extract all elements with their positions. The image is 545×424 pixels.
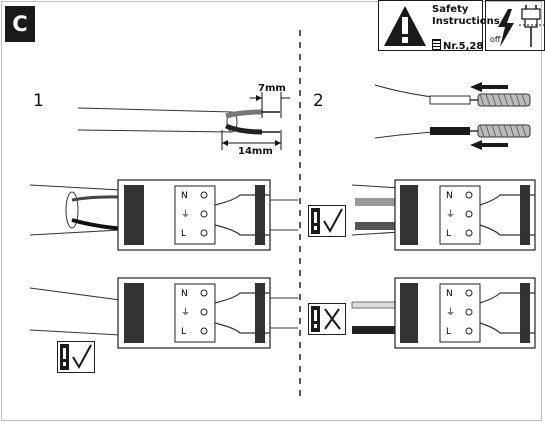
svg-text:L: L (181, 229, 186, 239)
svg-text:N: N (446, 289, 453, 299)
safety-line1: Safety (432, 4, 469, 15)
safety-reference: Nr.5,28 (432, 39, 483, 52)
lightning-icon (498, 9, 514, 47)
svg-text:N: N (181, 191, 188, 201)
svg-text:N: N (181, 289, 188, 299)
cross-mark-icon (308, 303, 346, 335)
step-2-number: 2 (313, 91, 324, 111)
section-badge: C (5, 6, 35, 42)
warning-triangle-icon (384, 6, 426, 46)
strip-length-14mm: 14mm (238, 146, 273, 157)
svg-text:⏚: ⏚ (446, 209, 455, 220)
step-1-number: 1 (33, 91, 44, 111)
svg-text:L: L (181, 327, 186, 337)
strip-cable-illustration (77, 92, 290, 150)
svg-text:⏚: ⏚ (446, 307, 455, 318)
terminal-block-step1-top: N ⏚ L (29, 179, 298, 251)
svg-text:L: L (446, 327, 451, 337)
check-mark-icon (57, 341, 95, 373)
safety-instructions-panel: Safety Instructions Nr.5,28 off (378, 0, 545, 52)
terminal-block-step1-bottom: N ⏚ L (29, 277, 298, 349)
book-icon (432, 39, 441, 50)
off-label: off (490, 35, 501, 44)
safety-title: Safety Instructions (432, 4, 500, 28)
svg-text:⏚: ⏚ (181, 209, 190, 220)
safety-line2: Instructions (432, 16, 500, 27)
check-mark-icon-step2 (308, 205, 346, 237)
ferrule-illustration (374, 82, 531, 150)
svg-text:⏚: ⏚ (181, 307, 190, 318)
off-switch-box: off (485, 0, 545, 51)
svg-text:L: L (446, 229, 451, 239)
safety-ref-number: Nr.5,28 (443, 41, 484, 52)
strip-length-7mm: 7mm (258, 83, 286, 94)
svg-text:N: N (446, 191, 453, 201)
plug-icon (519, 5, 545, 47)
safety-box: Safety Instructions Nr.5,28 (378, 0, 500, 52)
